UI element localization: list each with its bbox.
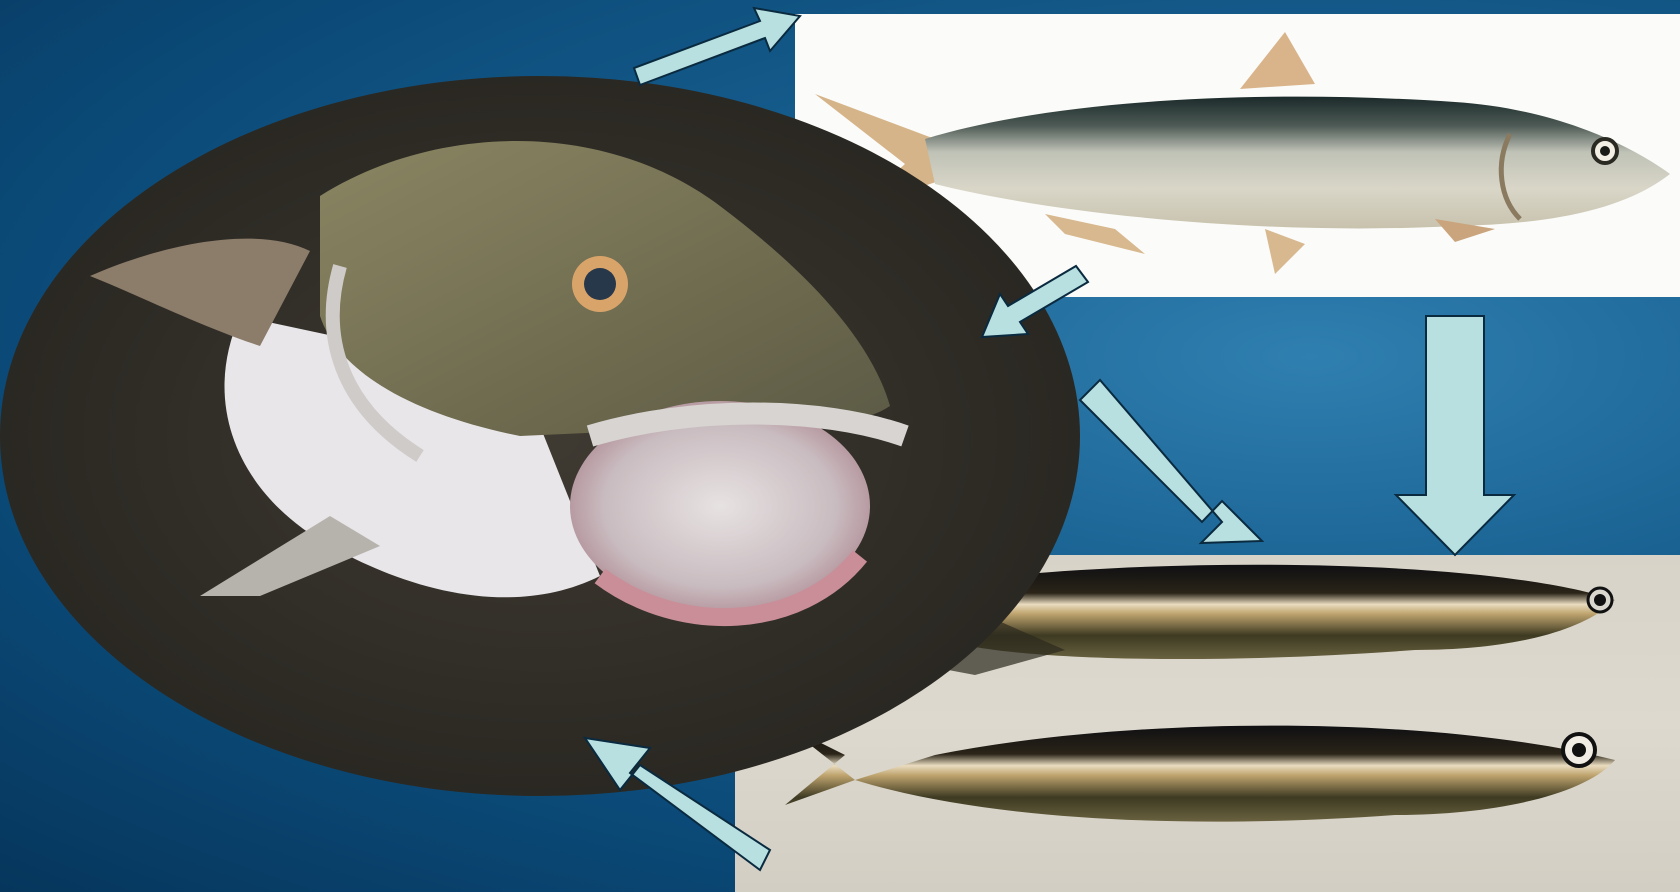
arrow-cod-to-herring <box>634 8 800 85</box>
arrow-herring-to-capelin <box>1396 316 1514 555</box>
arrow-capelin-to-cod <box>585 738 770 870</box>
arrow-herring-to-cod <box>982 266 1088 337</box>
arrow-cod-to-capelin <box>1080 380 1262 543</box>
